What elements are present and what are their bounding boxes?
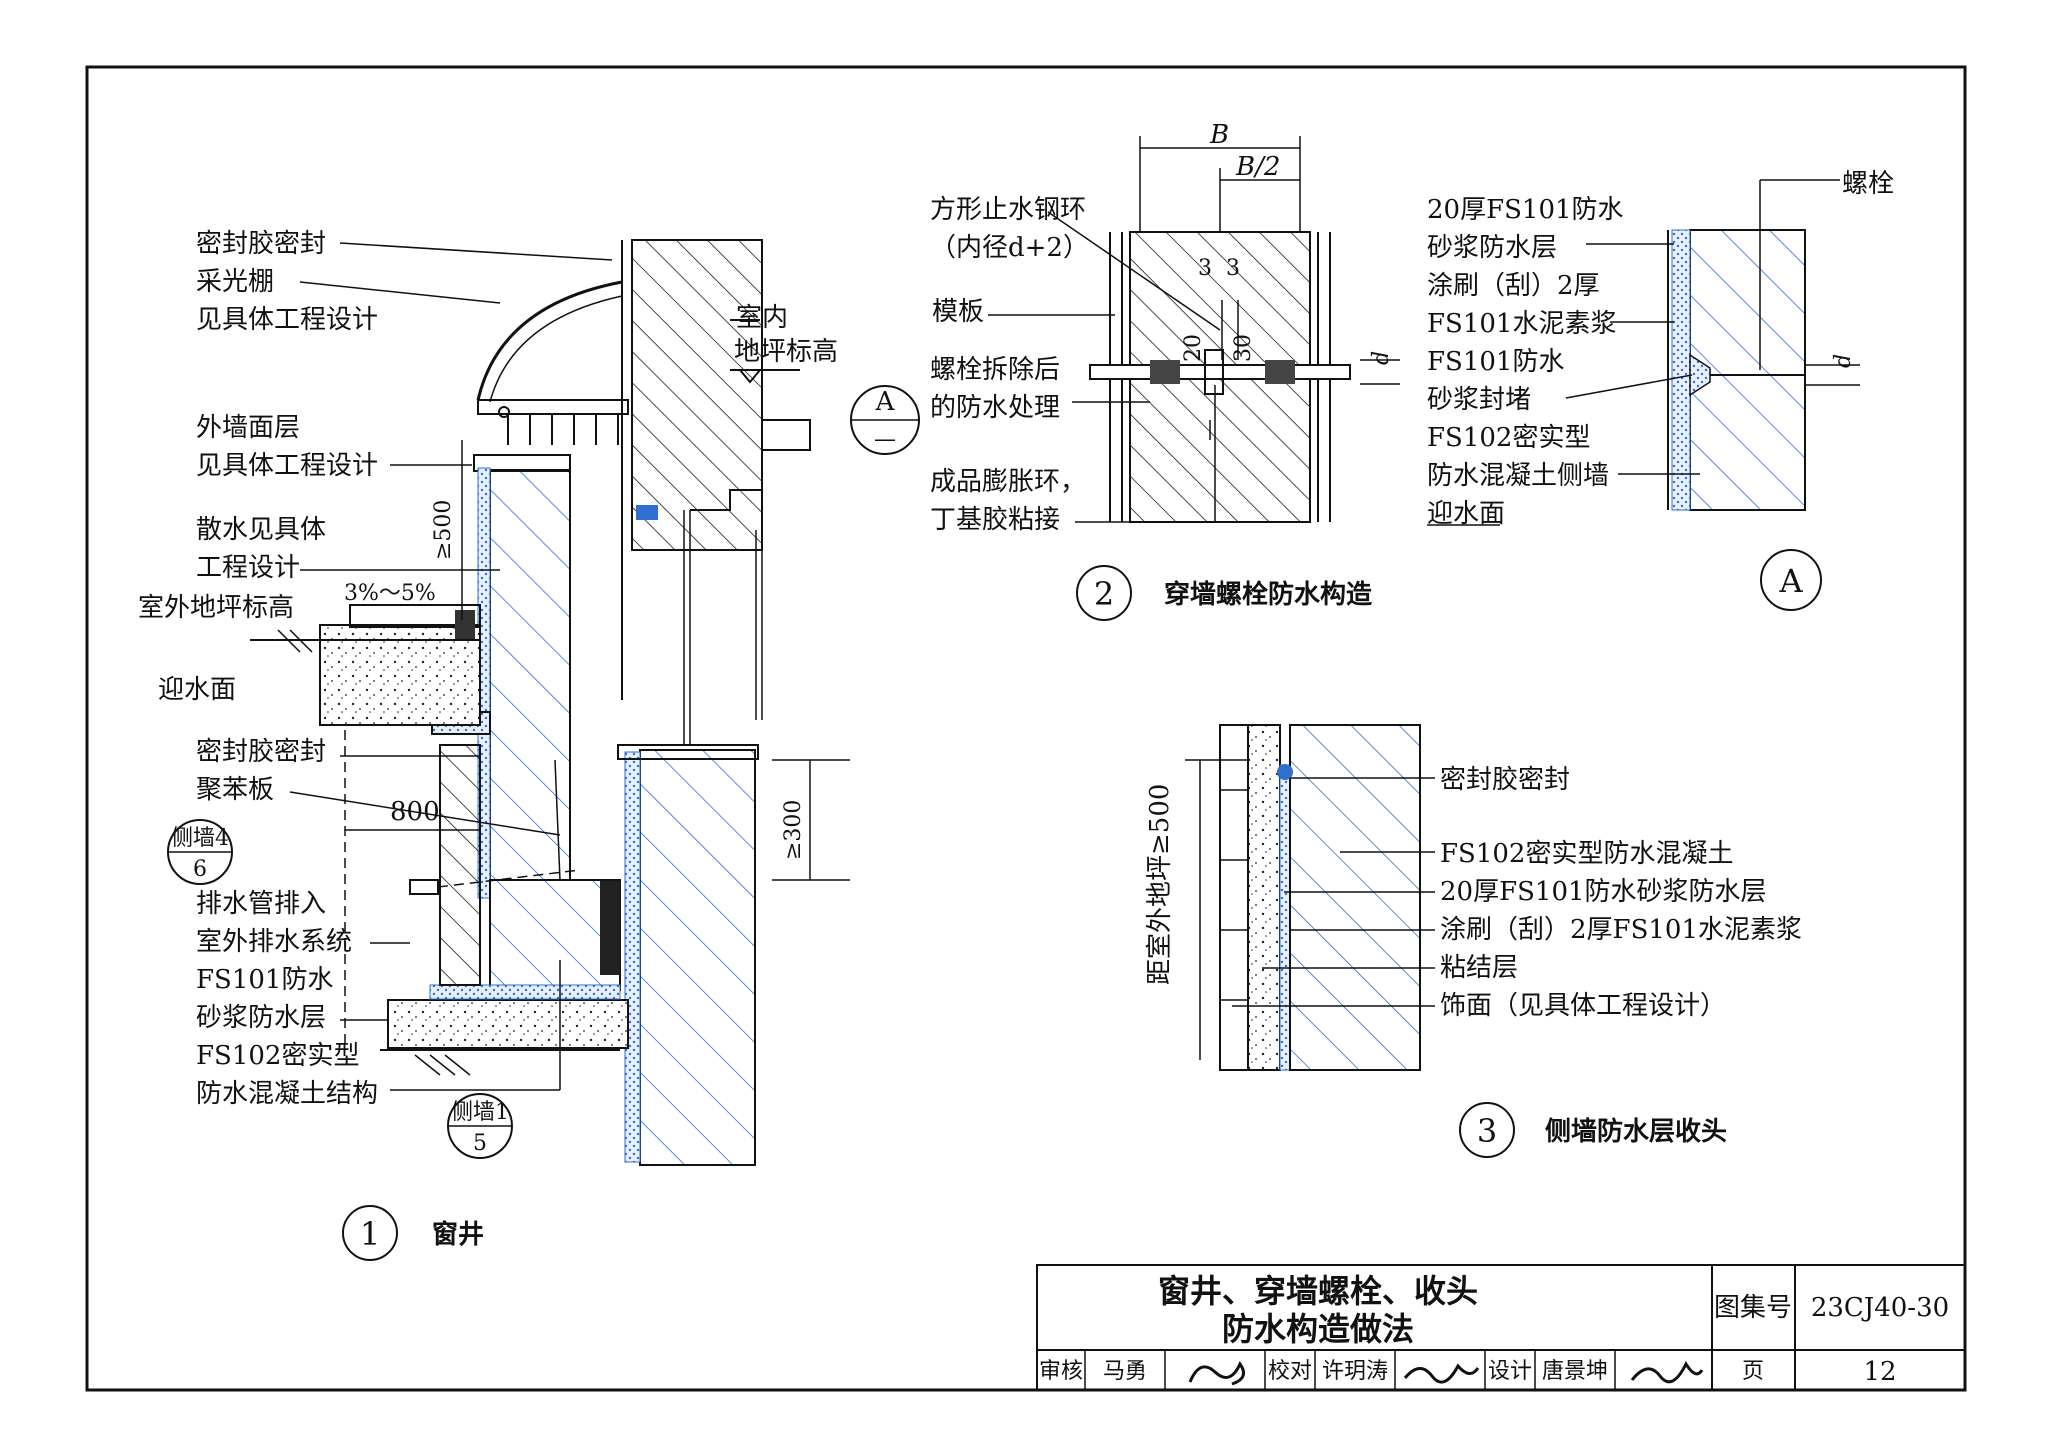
sheet-frame — [85, 65, 1967, 1392]
designer-name: 唐景坤 — [1542, 1359, 1608, 1384]
detail-3-edge-termination: 距室外地坪≥500 密封胶密封 FS102密实型防水混凝土 20厚FS101防水… — [1145, 724, 1802, 1158]
dim-3a: 3 — [1198, 256, 1212, 281]
label-a-dim-d: d — [1831, 354, 1856, 368]
detail-1-number: 1 — [360, 1215, 380, 1253]
ref-sheet-5: 5 — [473, 1131, 487, 1156]
label-sealant-top: 密封胶密封 — [196, 229, 326, 259]
label-3-sealant: 密封胶密封 — [1440, 765, 1570, 795]
label-sealant-mid: 密封胶密封 — [196, 737, 326, 767]
label-steel-ring-2: （内径d+2） — [930, 233, 1089, 263]
design-label: 设计 — [1488, 1359, 1532, 1384]
detail-1-window-well: 1 窗井 侧墙4 6 侧墙1 5 密封胶密封 采光棚 见具体工程设计 外墙面层 … — [138, 229, 850, 1261]
label-a-7: FS102密实型 — [1427, 423, 1590, 453]
label-a-6: 砂浆封堵 — [1427, 385, 1531, 415]
structural-wall — [639, 749, 756, 1166]
label-3-slurry: 涂刷（刮）2厚FS101水泥素浆 — [1440, 915, 1802, 945]
ref-side-wall-4: 侧墙4 — [171, 826, 229, 851]
label-mortar-2: 砂浆防水层 — [196, 1003, 326, 1033]
label-3-bond: 粘结层 — [1440, 953, 1518, 983]
label-concrete-2: 防水混凝土结构 — [196, 1079, 378, 1109]
label-a-8: 防水混凝土侧墙 — [1427, 461, 1609, 491]
label-drain-2: 室外排水系统 — [196, 927, 352, 957]
label-drain-1: 排水管排入 — [196, 889, 326, 919]
label-apron-note: 工程设计 — [196, 553, 300, 583]
label-apron: 散水见具体 — [196, 515, 326, 545]
ref-a-top: A — [875, 387, 896, 417]
detail-3-number: 3 — [1477, 1112, 1497, 1150]
label-facade-note: 见具体工程设计 — [196, 451, 378, 481]
dim-30: 30 — [1231, 334, 1256, 362]
bolt — [1089, 364, 1351, 380]
label-a-3: 涂刷（刮）2厚 — [1427, 271, 1600, 301]
label-dim-800: 800 — [390, 797, 440, 827]
label-water-face: 迎水面 — [158, 675, 236, 705]
title-block: 窗井、穿墙螺栓、收头 防水构造做法 图集号 23CJ40-30 审核 马勇 校对… — [1036, 1264, 1966, 1391]
title-line-2: 防水构造做法 — [1222, 1310, 1414, 1348]
label-bolt-1: 螺栓拆除后 — [930, 355, 1060, 385]
atlas-number: 23CJ40-30 — [1811, 1293, 1949, 1323]
detail-2-number: 2 — [1094, 575, 1114, 613]
label-expand-1: 成品膨胀环， — [930, 467, 1086, 497]
label-3-finish: 饰面（见具体工程设计） — [1440, 991, 1726, 1021]
detail-3-title: 侧墙防水层收头 — [1545, 1117, 1727, 1147]
reviewer-name: 马勇 — [1103, 1359, 1147, 1384]
label-skylight-note: 见具体工程设计 — [196, 305, 378, 335]
label-facade: 外墙面层 — [196, 413, 300, 443]
dim-d-detail2: d — [1369, 351, 1394, 365]
skylight-dome — [476, 280, 623, 401]
page-label: 页 — [1742, 1359, 1764, 1384]
checker-signature — [1403, 1363, 1480, 1384]
label-indoor-2: 地坪标高 — [734, 337, 838, 367]
dim-b: B — [1209, 120, 1229, 150]
dim-3b: 3 — [1226, 256, 1240, 281]
label-indoor-1: 室内 — [736, 303, 788, 333]
ref-sheet-6: 6 — [193, 857, 207, 882]
label-a-5: FS101防水 — [1427, 347, 1564, 377]
label-outdoor-level: 室外地坪标高 — [138, 593, 294, 623]
label-3-concrete: FS102密实型防水混凝土 — [1440, 839, 1733, 869]
detail-1-title: 窗井 — [432, 1219, 484, 1250]
dim-vertical-500: 距室外地坪≥500 — [1145, 784, 1175, 985]
label-mortar-1: FS101防水 — [196, 965, 333, 995]
dim-20: 20 — [1181, 334, 1206, 362]
label-bolt-2: 的防水处理 — [930, 393, 1060, 423]
detail-a: d 螺栓 20厚FS101防水 砂浆防水层 涂刷（刮）2厚 FS101水泥素浆 … — [1427, 169, 1894, 611]
label-skylight: 采光棚 — [196, 267, 274, 297]
reviewer-signature — [1188, 1361, 1246, 1386]
label-a-4: FS101水泥素浆 — [1427, 309, 1616, 339]
dim-b-half: B/2 — [1235, 152, 1280, 182]
label-steel-ring-1: 方形止水钢环 — [930, 195, 1086, 225]
label-dim-500: ≥500 — [431, 500, 456, 560]
checker-name: 许玥涛 — [1322, 1359, 1388, 1384]
atlas-label: 图集号 — [1714, 1293, 1792, 1323]
label-concrete-1: FS102密实型 — [196, 1041, 359, 1071]
designer-signature — [1630, 1360, 1704, 1384]
label-3-mortar: 20厚FS101防水砂浆防水层 — [1440, 877, 1767, 907]
ref-a-bottom: — — [874, 427, 896, 452]
detail-2-wall-bolt: B B/2 3 3 20 30 d 方形止水钢环 （内径d+2） 模板 螺栓拆除… — [850, 120, 1400, 621]
label-formwork: 模板 — [932, 297, 984, 327]
review-label: 审核 — [1039, 1359, 1083, 1384]
label-a-bolt: 螺栓 — [1842, 169, 1894, 199]
page-number: 12 — [1863, 1357, 1896, 1387]
label-polystyrene: 聚苯板 — [196, 775, 274, 805]
detail-a-marker: A — [1778, 562, 1803, 600]
ref-side-wall-1: 侧墙1 — [451, 1100, 509, 1125]
label-a-2: 砂浆防水层 — [1427, 233, 1557, 263]
title-line-1: 窗井、穿墙螺栓、收头 — [1158, 1272, 1478, 1310]
label-a-1: 20厚FS101防水 — [1427, 195, 1624, 225]
detail-2-title: 穿墙螺栓防水构造 — [1164, 579, 1372, 610]
label-dim-300: ≥300 — [781, 800, 806, 860]
label-expand-2: 丁基胶粘接 — [930, 505, 1060, 535]
label-a-9: 迎水面 — [1427, 499, 1505, 529]
label-slope: 3%～5% — [344, 581, 436, 606]
check-label: 校对 — [1268, 1359, 1312, 1384]
